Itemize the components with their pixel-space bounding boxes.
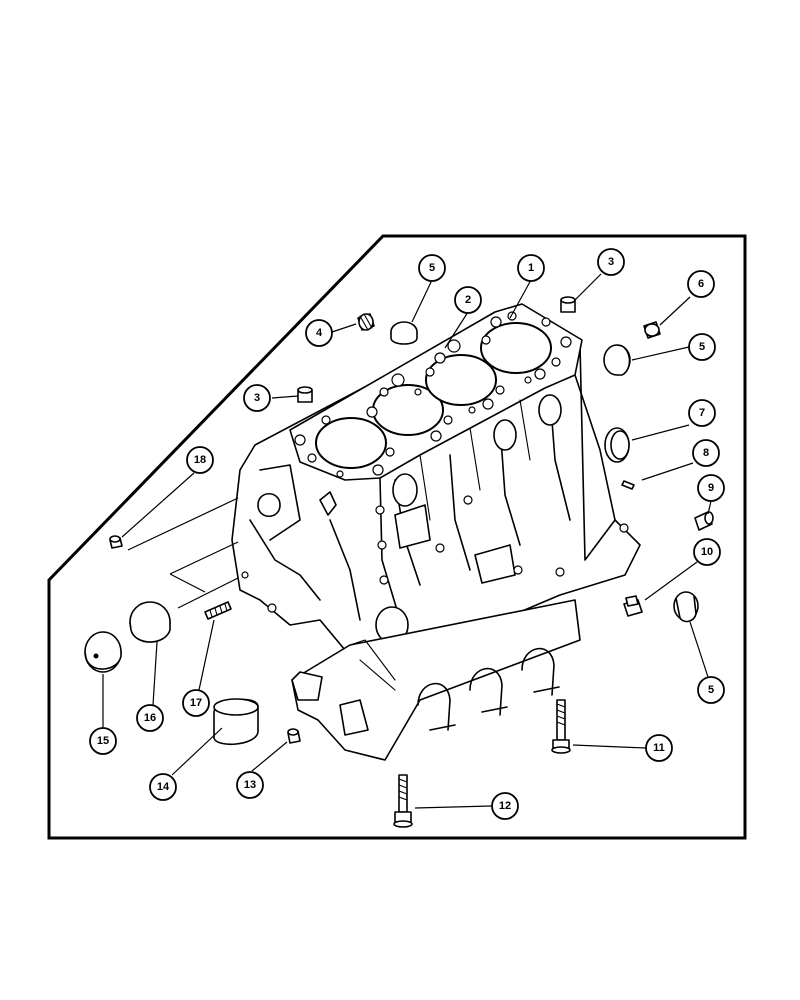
svg-text:7: 7 [699, 407, 705, 419]
callout-15: 15 [89, 727, 117, 755]
cylinder-bore-3 [425, 354, 497, 406]
callout-16: 16 [136, 704, 164, 732]
callout-5-lower: 5 [697, 676, 725, 704]
svg-text:13: 13 [244, 779, 256, 791]
callout-1: 1 [517, 254, 545, 282]
callout-2: 2 [454, 286, 482, 314]
expansion-plug-5-right [603, 344, 631, 376]
callout-7: 7 [688, 399, 716, 427]
bolt-11 [551, 699, 571, 754]
callout-9: 9 [697, 474, 725, 502]
plug-4 [357, 313, 375, 331]
dowel-13 [287, 728, 301, 744]
svg-text:14: 14 [157, 781, 170, 793]
svg-text:11: 11 [653, 742, 665, 754]
callout-11: 11 [645, 734, 673, 762]
svg-text:12: 12 [499, 800, 511, 812]
callout-18: 18 [186, 446, 214, 474]
assembly-bracket-line [127, 497, 239, 609]
svg-text:9: 9 [708, 482, 714, 494]
bushing-14 [213, 698, 259, 746]
callout-4: 4 [305, 319, 333, 347]
callout-13: 13 [236, 771, 264, 799]
drain-plug-10 [623, 595, 643, 617]
callout-6: 6 [687, 270, 715, 298]
coolant-port-3 [538, 394, 562, 426]
expansion-plug-5-lower [673, 591, 699, 623]
callout-17: 17 [182, 689, 210, 717]
cylinder-bore-1 [315, 417, 387, 469]
plug-6 [643, 321, 661, 339]
pin-8 [621, 480, 635, 490]
svg-text:18: 18 [194, 454, 206, 466]
callout-5-right: 5 [688, 333, 716, 361]
callout-5-top: 5 [418, 254, 446, 282]
svg-text:5: 5 [708, 684, 714, 696]
callout-8: 8 [692, 439, 720, 467]
svg-text:5: 5 [429, 262, 435, 274]
expansion-plug-5-top [390, 321, 418, 345]
svg-text:1: 1 [528, 262, 534, 274]
callout-14: 14 [149, 773, 177, 801]
svg-text:6: 6 [698, 278, 704, 290]
seal-ring-7 [604, 427, 630, 463]
coolant-port-2 [493, 419, 517, 451]
svg-text:15: 15 [97, 735, 109, 747]
callout-3-right: 3 [597, 248, 625, 276]
svg-text:3: 3 [254, 392, 260, 404]
cylinder-bore-4 [480, 322, 552, 374]
dowel-3-left [297, 386, 313, 403]
callout-12: 12 [491, 792, 519, 820]
bushing-15 [84, 631, 122, 673]
dowel-3-right [560, 296, 576, 313]
pin-18 [109, 535, 123, 549]
diagram-frame [47, 234, 747, 840]
svg-text:16: 16 [144, 712, 156, 724]
svg-text:5: 5 [699, 341, 705, 353]
svg-text:17: 17 [190, 697, 202, 709]
coolant-port-1 [392, 473, 418, 507]
svg-text:3: 3 [608, 256, 614, 268]
bolt-12 [393, 774, 413, 828]
deck-bolt-holes [294, 311, 572, 478]
svg-text:2: 2 [465, 294, 471, 306]
callout-10: 10 [693, 538, 721, 566]
svg-text:10: 10 [701, 546, 713, 558]
bedplate [291, 599, 581, 761]
cylinder-block [231, 303, 641, 691]
dowel-9 [694, 511, 714, 531]
svg-text:4: 4 [316, 327, 323, 339]
stud-17 [204, 601, 232, 620]
leader-lines [102, 273, 712, 809]
callout-3-left: 3 [243, 384, 271, 412]
svg-text:8: 8 [703, 447, 709, 459]
bushing-16 [129, 601, 171, 643]
